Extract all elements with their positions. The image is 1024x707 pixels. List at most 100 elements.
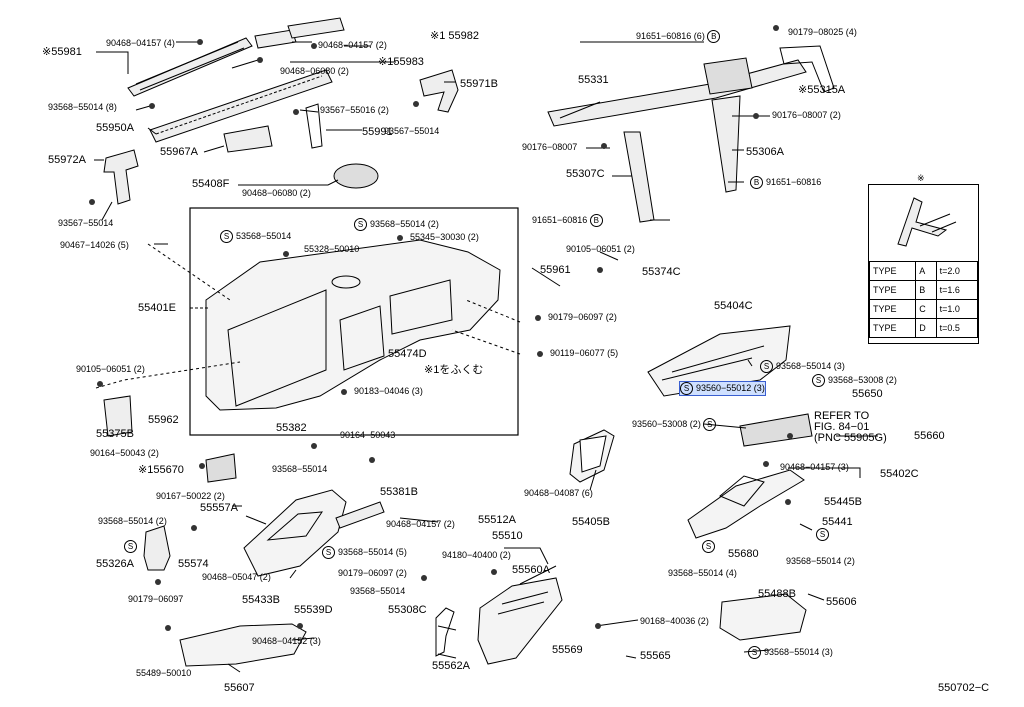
part-label: 90164−50043 (340, 430, 396, 440)
thickness-cell-code: C (915, 299, 937, 319)
part-number: 93560−53008 (2) (632, 418, 701, 429)
part-label: 55404C (714, 300, 753, 312)
part-label: 55574 (178, 558, 209, 570)
thickness-cell-thickness: t=1.6 (935, 280, 979, 300)
part-label: 55408F (192, 178, 230, 190)
part-number: 93568−55014 (3) (764, 646, 833, 657)
part-label: 90468−04087 (6) (524, 488, 593, 498)
part-label: ※1をふくむ (424, 364, 484, 376)
part-label: 55607 (224, 682, 255, 694)
part-label: 90468−04157 (4) (106, 38, 175, 48)
part-label: 55488B (758, 588, 796, 600)
part-label: 94180−40400 (2) (442, 550, 511, 560)
part-number: 53568−55014 (236, 230, 292, 241)
part-label: S (702, 540, 718, 553)
part-label: 55961 (540, 264, 571, 276)
part-label: 55374C (642, 266, 681, 278)
part-number: 93568−53008 (2) (828, 374, 897, 385)
s-mark: S (124, 540, 137, 553)
part-label: 55991 (362, 126, 393, 138)
part-label: 55345−30030 (2) (410, 232, 479, 242)
part-label: 55972A (48, 154, 86, 166)
part-label: 55565 (640, 650, 671, 662)
part-label: 90167−50022 (2) (156, 491, 225, 501)
part-label: ※155983 (378, 56, 424, 68)
part-label: 55402C (880, 468, 919, 480)
part-label: ※155670 (138, 464, 184, 476)
part-label: 90468−04152 (3) (252, 636, 321, 646)
part-label: 55510 (492, 530, 523, 542)
part-label: 90105−06051 (2) (76, 364, 145, 374)
part-label: 90179−06097 (2) (548, 312, 617, 322)
part-label: 93568−55014 (2) (786, 556, 855, 566)
part-label: ※55315A (798, 84, 846, 96)
part-label: 55650 (852, 388, 883, 400)
part-number: 93568−55014 (5) (338, 546, 407, 557)
part-label: 90468−06080 (2) (280, 66, 349, 76)
part-label: 55331 (578, 74, 609, 86)
s-mark: S (354, 218, 367, 231)
part-label: 91651−60816 (6) B (636, 30, 723, 43)
part-label: 55680 (728, 548, 759, 560)
part-label: 55660 (914, 430, 945, 442)
part-label: 55326A (96, 558, 134, 570)
part-label: 90468−06080 (2) (242, 188, 311, 198)
thickness-cell-thickness: t=2.0 (935, 261, 979, 281)
part-label: 55405B (572, 516, 610, 528)
part-label: 55489−50010 (136, 668, 192, 678)
part-label: 90179−06097 (128, 594, 184, 604)
part-label: S (816, 528, 832, 541)
part-label: 90168−40036 (2) (640, 616, 709, 626)
part-number: 93568−55014 (3) (776, 360, 845, 371)
part-label: 90468−04157 (3) (780, 462, 849, 472)
b-mark: B (750, 176, 763, 189)
part-label: 93568−55014 (2) (98, 516, 167, 526)
part-number: 91651−60816 (532, 214, 588, 225)
part-label: 93568−55014 (350, 586, 406, 596)
part-label: 93568−55014 (4) (668, 568, 737, 578)
part-label: 90183−04046 (3) (354, 386, 423, 396)
part-label: 55328−50010 (304, 244, 360, 254)
part-number: 93560−55012 (3) (696, 382, 765, 393)
part-label: 55401E (138, 302, 176, 314)
part-label: ※55981 (42, 46, 82, 58)
thickness-cell-type: TYPE (868, 261, 917, 281)
part-label: 55381B (380, 486, 418, 498)
part-label: 90467−14026 (5) (60, 240, 129, 250)
part-label: 55382 (276, 422, 307, 434)
part-label: 55306A (746, 146, 784, 158)
part-label: 93567−55014 (58, 218, 114, 228)
part-label: 55562A (432, 660, 470, 672)
part-label: ※1 55982 (430, 30, 479, 42)
part-label: 55375B (96, 428, 134, 440)
figure-code: 550702−C (938, 682, 990, 694)
thickness-cell-code: A (915, 261, 937, 281)
s-mark: S (220, 230, 233, 243)
part-number: 93568−55014 (2) (370, 218, 439, 229)
part-label: 93560−53008 (2) S (632, 418, 719, 431)
s-mark: S (680, 382, 693, 395)
note-mark: ※ (917, 173, 925, 183)
part-label: 90179−08025 (4) (788, 27, 857, 37)
part-label: 55962 (148, 414, 179, 426)
thickness-cell-thickness: t=0.5 (935, 318, 979, 338)
part-label: 90105−06051 (2) (566, 244, 635, 254)
s-mark: S (702, 540, 715, 553)
part-label: 55474D (388, 348, 427, 360)
thickness-cell-type: TYPE (868, 280, 917, 300)
part-label: 55308C (388, 604, 427, 616)
part-label: 55971B (460, 78, 498, 90)
s-mark: S (812, 374, 825, 387)
b-mark: B (707, 30, 721, 43)
